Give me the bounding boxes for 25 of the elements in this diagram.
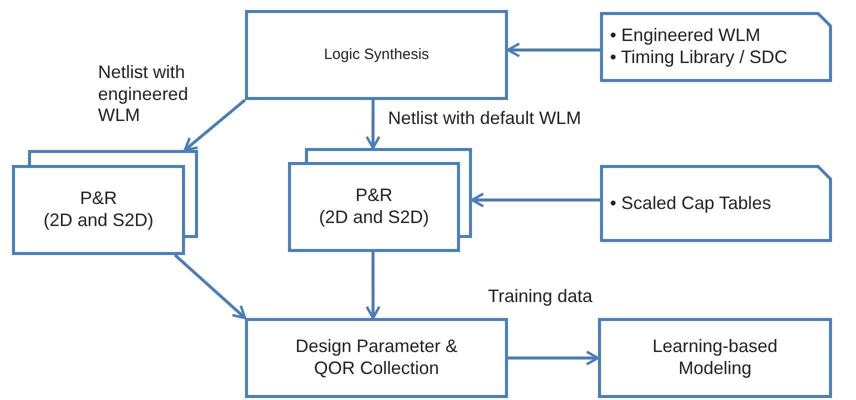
arrow — [184, 98, 246, 152]
node-text: P&R — [355, 185, 392, 207]
process-box — [598, 318, 832, 398]
node-text: (2D and S2D) — [43, 210, 154, 232]
node-text: (2D and S2D) — [318, 207, 430, 229]
arrow — [366, 100, 381, 150]
arrow — [174, 254, 246, 320]
arrow — [366, 252, 381, 320]
document-box — [600, 12, 832, 82]
document-box — [600, 165, 832, 242]
annotation-text: Training data — [488, 286, 592, 308]
node-text: • Timing Library / SDC — [610, 47, 788, 69]
node-text: Learning-based Modeling — [651, 336, 779, 380]
process-box — [245, 318, 508, 398]
node-text: Logic Synthesis — [324, 46, 430, 64]
node-text: Design Parameter & QOR Collection — [294, 336, 459, 380]
node-text: • Scaled Cap Tables — [610, 192, 772, 214]
arrow — [470, 192, 600, 208]
arrow — [508, 350, 600, 366]
stacked-process-box — [288, 148, 472, 252]
arrow — [506, 42, 600, 58]
node-text: • Engineered WLM — [610, 25, 760, 47]
stacked-process-box — [12, 150, 198, 255]
node-text: P&R — [80, 188, 117, 210]
process-box — [245, 10, 508, 100]
